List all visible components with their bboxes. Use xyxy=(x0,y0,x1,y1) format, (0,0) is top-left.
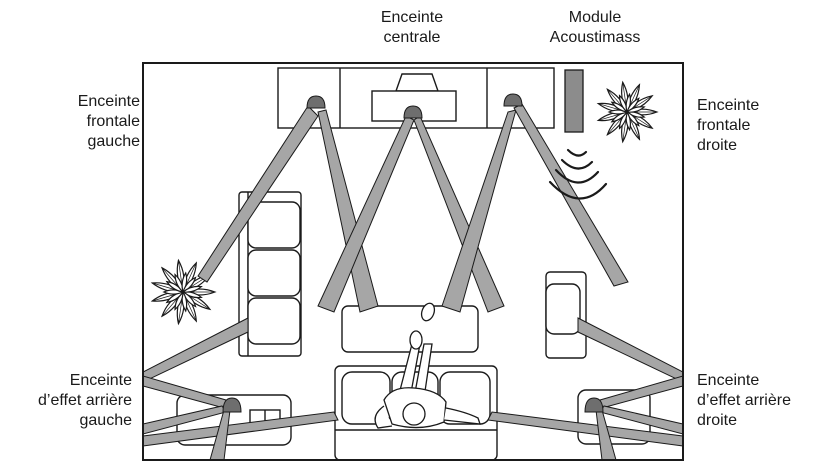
sound-waves-icon xyxy=(548,148,608,200)
sound-beam xyxy=(143,317,249,383)
acoustimass-module-icon xyxy=(564,69,584,133)
label-line: d’effet arrière xyxy=(38,392,132,409)
listener-person xyxy=(374,302,481,429)
person-foot xyxy=(420,302,436,322)
person-head xyxy=(402,402,426,426)
label-line: gauche xyxy=(87,133,141,150)
center-speaker-icon xyxy=(403,105,423,119)
sound-wave xyxy=(554,168,600,184)
sofa-cushion xyxy=(247,249,301,297)
label-line: frontale xyxy=(86,113,140,130)
plant-right xyxy=(596,80,659,144)
sound-beam xyxy=(577,317,683,383)
person-arm xyxy=(374,405,393,429)
front-left-speaker-icon xyxy=(306,95,326,109)
front-right-speaker-icon xyxy=(503,93,523,107)
label-line: gauche xyxy=(79,412,133,429)
sound-wave xyxy=(548,180,608,200)
sound-beam xyxy=(317,115,415,313)
plant-left xyxy=(150,258,217,326)
sound-wave xyxy=(566,148,588,157)
sound-wave xyxy=(560,158,594,170)
person-arm xyxy=(443,407,481,425)
label-line: droite xyxy=(697,412,738,429)
label-line: Enceinte xyxy=(697,97,760,114)
rear-right-speaker-icon xyxy=(584,397,604,413)
sofa-cushion xyxy=(247,297,301,345)
plant-leaf xyxy=(181,285,203,293)
coffee-table xyxy=(341,305,479,353)
label-acoustimass-module: Module Acoustimass xyxy=(520,8,670,48)
armchair-cushion xyxy=(545,283,581,335)
plant-leaf xyxy=(625,106,646,113)
sound-beams xyxy=(143,103,683,460)
label-line: Enceinte xyxy=(77,93,140,110)
person-foot xyxy=(409,330,423,350)
room-walls xyxy=(142,62,684,461)
label-rear-left-speaker: Enceinte d’effet arrière gauche xyxy=(0,371,132,431)
label-line: Enceinte xyxy=(697,372,760,389)
label-rear-right-speaker: Enceinte d’effet arrière droite xyxy=(697,371,823,431)
sound-beam xyxy=(441,109,517,313)
label-line: d’effet arrière xyxy=(697,392,791,409)
sound-beam xyxy=(143,411,339,447)
label-front-right-speaker: Enceinte frontale droite xyxy=(697,96,823,156)
sound-beam xyxy=(197,105,319,283)
sound-beam xyxy=(487,411,683,447)
label-line: centrale xyxy=(383,29,441,46)
label-line: frontale xyxy=(697,117,751,134)
label-line: Acoustimass xyxy=(549,29,641,46)
sofa-cushion xyxy=(247,201,301,249)
rear-left-speaker-icon xyxy=(222,397,242,413)
label-front-left-speaker: Enceinte frontale gauche xyxy=(0,92,140,152)
television xyxy=(395,73,439,92)
label-line: Enceinte xyxy=(69,372,132,389)
label-line: droite xyxy=(697,137,738,154)
label-center-speaker: Enceinte centrale xyxy=(352,8,472,48)
label-line: Enceinte xyxy=(380,9,444,26)
label-line: Module xyxy=(568,9,622,26)
